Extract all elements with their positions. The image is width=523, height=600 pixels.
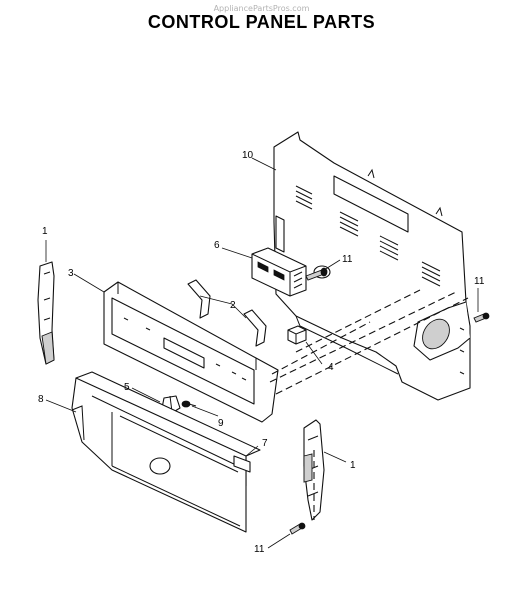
- side-bracket-left: [37, 261, 55, 365]
- callout-1-left: 1: [42, 226, 48, 237]
- callout-3: 3: [68, 268, 74, 279]
- screw-right: [473, 312, 490, 323]
- connector-block: [287, 325, 307, 345]
- trim-strip: [233, 455, 251, 473]
- watermark: AppliancePartsPros.com: [213, 4, 310, 13]
- electronic-control-board: [251, 247, 307, 297]
- control-console: [103, 281, 279, 423]
- callout-7: 7: [262, 438, 268, 449]
- page-title: CONTROL PANEL PARTS: [147, 12, 376, 32]
- manifold-panel: [71, 371, 261, 533]
- callout-11-top: 11: [342, 254, 353, 265]
- callout-11-bottom: 11: [254, 544, 265, 555]
- assembly-lines: [269, 289, 469, 520]
- side-bracket-right: [303, 419, 325, 521]
- screw-bottom: [289, 522, 306, 535]
- screw-top: [305, 267, 328, 281]
- mounting-bracket-upper: [187, 279, 211, 319]
- callout-8: 8: [38, 394, 44, 405]
- callout-2: 2: [230, 300, 236, 311]
- callout-9: 9: [218, 418, 224, 429]
- callout-11-right: 11: [474, 276, 485, 287]
- callout-5: 5: [124, 382, 130, 393]
- callout-10: 10: [242, 150, 254, 161]
- leader-lines: [45, 157, 479, 549]
- callout-6: 6: [214, 240, 220, 251]
- screw-knob: [181, 400, 197, 408]
- mounting-bracket-lower: [243, 309, 267, 347]
- callout-4: 4: [328, 362, 334, 373]
- rear-panel: [273, 131, 471, 401]
- callout-1-right: 1: [350, 460, 356, 471]
